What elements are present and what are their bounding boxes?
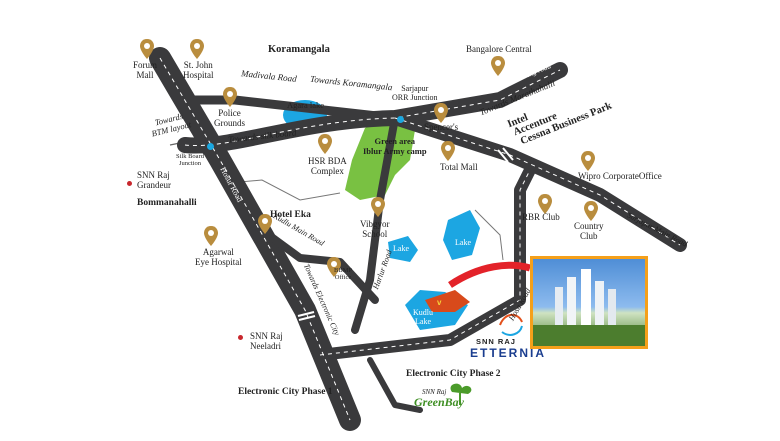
pointer-arrow-icon [448,261,532,288]
etternia-logo-icon [499,313,523,336]
label-total-mall: Total Mall [440,162,478,172]
greenbay-name: GreenBay [414,395,464,409]
label-ecity-phase-1: Electronic City Phase 1 [238,387,333,397]
hotel-eka-pin-icon [258,214,272,234]
rbr-club-pin-icon [538,194,552,214]
project-photo [530,256,648,349]
silk-board-junction-icon [207,143,214,150]
label-hsr-bda: HSR BDA Complex [308,156,347,177]
label-green-area: Green area Iblur Army camp [363,136,427,156]
label-snn-grandeur: SNN Raj Grandeur [137,170,171,191]
greenbay-tree-icon [450,383,472,405]
label-agara-lake: Agara lake [287,100,325,110]
snn-neeladri-dot-icon [238,335,243,340]
minor-road [227,179,341,201]
label-sarjapur-orr: Sarjapur ORR Junction [392,84,438,103]
label-country-club: Country Club [574,221,604,242]
lake-2-shape [443,210,480,260]
sarjapur-orr-junction-icon [397,116,404,123]
etternia-site-shape [425,290,470,312]
zebra-crossings [297,147,514,321]
label-bommanahalli: Bommanahalli [137,198,197,208]
label-snn-neeladri: SNN Raj Neeladri [250,331,283,352]
kudlu-main-road-line [251,221,379,304]
label-ecity-phase-2: Electronic City Phase 2 [406,369,501,379]
snn-grandeur-dot-icon [127,181,132,186]
etternia-brand: SNN RAJ [476,337,516,346]
forum-mall-pin-icon [140,39,154,59]
st-john-pin-icon [190,39,204,59]
label-bbmp: BBMP Office [334,267,353,282]
label-spencers: Spencer's [424,122,459,132]
agarwal-pin-icon [204,226,218,246]
spencers-pin-icon [434,103,448,123]
lake-1-shape [388,236,418,262]
total-mall-pin-icon [441,141,455,161]
green-area-iblur [345,118,415,200]
bbmp-pin-icon [327,257,341,277]
label-vibgyor: Vibgyor School [360,219,390,240]
label-agarwal: Agarwal Eye Hospital [195,247,242,268]
label-silk-board: Silk Board Junction [176,153,204,168]
etternia-name: ETTERNIA [470,346,546,360]
label-st-john: St. John Hospital [183,60,214,81]
bangalore-central-pin-icon [491,56,505,76]
label-lake-2: Lake [455,238,471,247]
greenbay-brand: SNN Raj [422,388,447,396]
label-lake-1: Lake [393,244,409,253]
label-kudlu-lake: Kudlu Lake [413,308,433,327]
wipro-pin-icon [581,151,595,171]
label-rbr-club: RBR Club [522,212,560,222]
label-wipro: Wipro CorporateOffice [578,171,662,181]
harlur-road-line [351,114,399,334]
label-forum-mall: Forum Mall [133,60,158,81]
minor-road-2 [474,209,504,261]
country-club-pin-icon [584,201,598,221]
police-grounds-pin-icon [223,87,237,107]
label-police-grounds: Police Grounds [214,108,245,129]
road-center-lines [159,57,681,421]
vibgyor-pin-icon [371,197,385,217]
label-koramangala: Koramangala [268,44,330,55]
site-marker-icon: v [437,298,442,307]
label-bangalore-central: Bangalore Central [466,44,532,54]
hsr-bda-pin-icon [318,134,332,154]
ecity2-road-line [367,357,423,413]
label-hotel-eka: Hotel Eka [270,210,311,220]
madivala-road-line [175,95,400,123]
building-render-icon [533,269,645,346]
